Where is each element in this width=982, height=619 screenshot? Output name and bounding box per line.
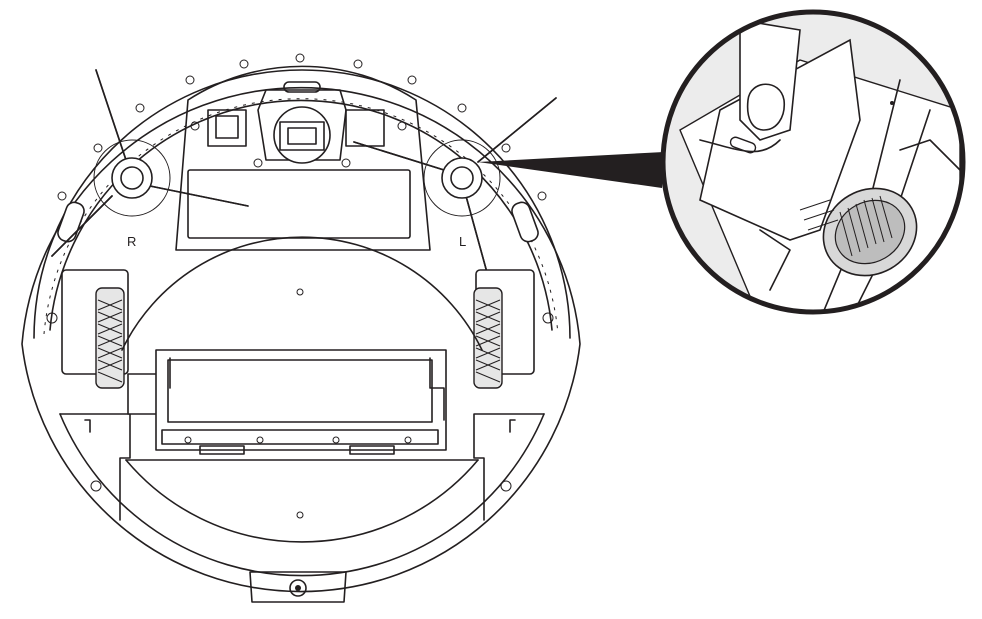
cliff-sensor-left [511,201,539,243]
inset-frame [660,9,966,315]
label-right-brush: R [127,234,136,249]
bumper-studs [46,53,554,324]
drive-wheel-right [61,269,129,389]
battery-cover [249,571,347,603]
inner-panel [175,65,431,251]
caster-wheel [273,106,331,164]
main-brush-bay [121,236,483,543]
lower-body-curve [59,413,545,577]
callout-pointer [478,152,664,188]
outer-shell [21,86,581,593]
sensor-window-left [207,109,247,147]
drive-wheel-left [473,269,535,389]
magnified-inset [660,9,966,315]
side-brush-right: R [51,69,249,257]
finger-closeup [739,19,801,141]
cliff-sensor-right [57,201,85,243]
label-left-brush: L [459,234,466,249]
center-plate [187,169,411,239]
